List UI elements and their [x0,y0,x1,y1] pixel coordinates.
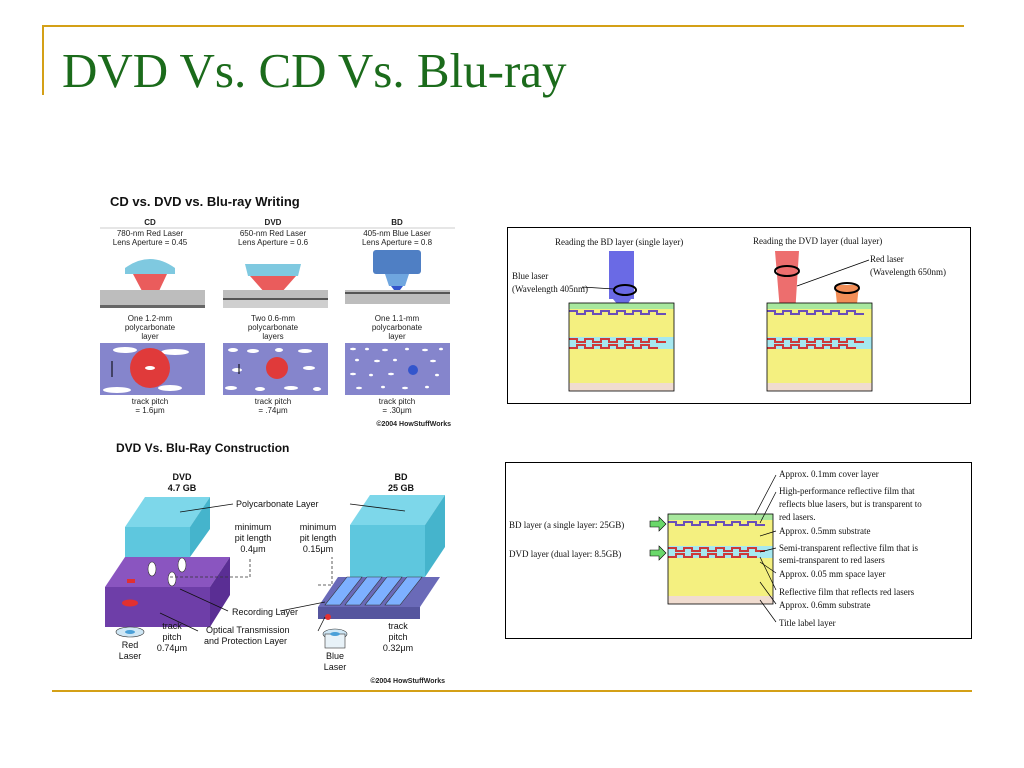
dvd-track-2: pitch [162,632,181,642]
cd-pits-icon [100,343,205,395]
bd-block-icon [318,495,445,620]
dvd-pit-3: 0.4μm [240,544,265,554]
layer-stack-icon [667,513,774,605]
blue-laser-icon [322,628,348,649]
writing-title: CD vs. DVD vs. Blu-ray Writing [110,194,300,209]
semi-label-1: Semi-transparent reflective film that is [779,543,918,553]
optical-label-1: Optical Transmission [206,625,290,635]
dvd-pit-2: pit length [235,533,272,543]
dvd-pits-icon [223,343,328,395]
bd-track-3: 0.32μm [383,643,413,653]
dvd-block-icon [105,497,230,627]
bd-layer-label: BD layer (a single layer: 25GB) [509,520,624,530]
space-label: Approx. 0.05 mm space layer [779,569,885,579]
optical-label-2: and Protection Layer [204,636,287,646]
film-label-3: red lasers. [779,512,815,522]
bd-track-1: track [388,621,408,631]
polycarbonate-label: Polycarbonate Layer [236,499,319,509]
dvd-laser: 650-nm Red Laser [240,229,307,238]
bd-stack-icon [568,251,675,392]
dvd-pitch-1: track pitch [255,397,291,406]
dvd-aperture: Lens Aperture = 0.6 [238,238,309,247]
blue-laser-2: Laser [324,662,347,672]
cd-layer-1: One 1.2-mm [128,314,173,323]
semi-label-2: semi-transparent to red lasers [779,555,885,565]
bd-track-2: pitch [388,632,407,642]
dvd-lens-icon [223,264,328,308]
red-laser-2: Laser [119,651,142,661]
dvd-stack-icon [766,251,873,392]
dvd-layer-2: polycarbonate [248,323,299,332]
cd-lens-icon [100,259,205,308]
blue-wavelength: (Wavelength 405nm) [512,284,588,294]
cover-label: Approx. 0.1mm cover layer [779,469,879,479]
substrate-06-label: Approx. 0.6mm substrate [779,600,871,610]
bd-aperture: Lens Aperture = 0.8 [362,238,433,247]
cd-pitch-1: track pitch [132,397,168,406]
top-rule [42,25,964,27]
bd-lens-icon [345,250,450,304]
reading-figure: Reading the BD layer (single layer) Read… [507,227,971,404]
red-laser-1: Red [122,640,139,650]
bd-laser: 405-nm Blue Laser [363,229,431,238]
construction-title: DVD Vs. Blu-Ray Construction [116,441,289,455]
dvd-layer-label: DVD layer (dual layer: 8.5GB) [509,549,621,559]
bd-capacity: 25 GB [388,483,415,493]
dvd-pitch-2: = .74μm [258,406,288,415]
cd-layer-3: layer [141,332,159,341]
bd-layer-arrow-icon [649,516,667,532]
dvd-layer-arrow-icon [649,545,667,561]
left-rule [42,25,44,95]
bd-pitch-1: track pitch [379,397,415,406]
dvd-track-1: track [162,621,182,631]
substrate-05-label: Approx. 0.5mm substrate [779,526,871,536]
bd-pitch-2: = .30μm [382,406,412,415]
dvd-layer-1: Two 0.6-mm [251,314,295,323]
writing-copyright: ©2004 HowStuffWorks [376,420,451,428]
dvd-capacity: 4.7 GB [168,483,197,493]
bd-reading-title: Reading the BD layer (single layer) [555,237,683,247]
dvd-layer-3: layers [262,332,283,341]
cd-pitch-2: = 1.6μm [135,406,165,415]
cd-layer-2: polycarbonate [125,323,176,332]
layer-figure: Approx. 0.1mm cover layer High-performan… [505,462,972,639]
film-label-1: High-performance reflective film that [779,486,915,496]
bd-head: BD [391,218,403,227]
dvd-head: DVD [265,218,282,227]
construction-copyright: ©2004 HowStuffWorks [370,677,445,685]
bd-layer-2: polycarbonate [372,323,423,332]
construction-figure: DVD Vs. Blu-Ray Construction DVD 4.7 GB … [105,441,445,685]
cd-laser: 780-nm Red Laser [117,229,184,238]
bd-pit-2: pit length [300,533,337,543]
red-laser-icon [115,626,145,638]
blue-laser-1: Blue [326,651,344,661]
bd-layer-1: One 1.1-mm [375,314,420,323]
dvd-name: DVD [172,472,192,482]
blue-laser-label: Blue laser [512,271,548,281]
cd-head: CD [144,218,156,227]
red-laser-label: Red laser [870,254,904,264]
bd-name: BD [395,472,408,482]
film-label-2: reflects blue lasers, but is transparent… [779,499,922,509]
red-wavelength: (Wavelength 650nm) [870,267,946,277]
cd-aperture: Lens Aperture = 0.45 [113,238,188,247]
bottom-rule [52,690,972,692]
recording-label: Recording Layer [232,607,298,617]
slide-title: DVD Vs. CD Vs. Blu-ray [62,43,567,98]
reflective-label: Reflective film that reflects red lasers [779,587,915,597]
bd-pit-3: 0.15μm [303,544,333,554]
dvd-track-3: 0.74μm [157,643,187,653]
title-label-layer: Title label layer [779,618,836,628]
bd-pits-icon [345,343,450,395]
dvd-reading-title: Reading the DVD layer (dual layer) [753,236,882,246]
bd-layer-3: layer [388,332,406,341]
dvd-pit-1: minimum [235,522,272,532]
bd-pit-1: minimum [300,522,337,532]
writing-figure: CD vs. DVD vs. Blu-ray Writing CD DVD BD… [100,194,455,428]
